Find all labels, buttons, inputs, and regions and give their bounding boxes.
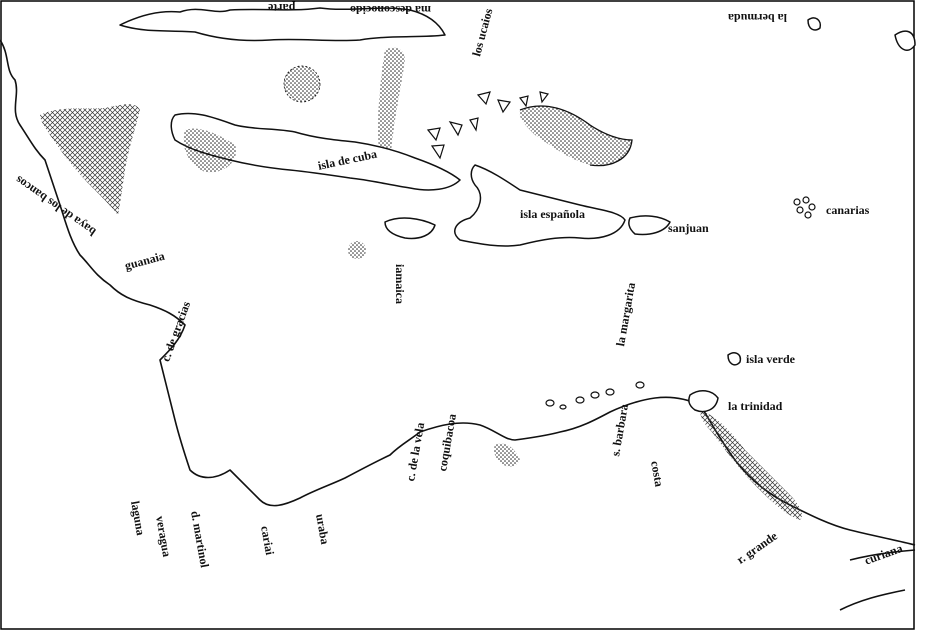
label-isla-verde: isla verde [746, 352, 795, 366]
map-border [0, 0, 915, 630]
north-landmass [119, 7, 446, 42]
label-isla-espanola: isla española [520, 207, 586, 221]
label-canarias: canarias [826, 203, 870, 217]
isla-verde-island [727, 352, 742, 366]
bermuda-island [807, 17, 822, 31]
northeast-land [894, 30, 916, 51]
margarita-islets [545, 381, 645, 410]
label-la-trinidad: la trinidad [728, 399, 783, 413]
bahamas-bank [378, 47, 405, 175]
sanjuan-island [628, 215, 671, 236]
label-la-bermuda: la bermuda [728, 11, 788, 25]
hispaniola-island [454, 164, 626, 247]
southeast-coast-2 [839, 589, 906, 611]
trinidad-island [688, 390, 719, 413]
bay-hatching [40, 104, 140, 215]
label-parte: parte [268, 1, 296, 15]
lucayos-bank [519, 105, 632, 166]
round-island-dots [284, 66, 320, 102]
label-jamaica: iamaica [393, 264, 407, 304]
gulf-paria-hatching [700, 410, 802, 520]
peninsula-dots [494, 443, 520, 467]
canarias-islands [793, 196, 816, 219]
small-dotted-island [348, 241, 366, 259]
cuba-dotted-area [183, 128, 236, 173]
southeast-coast [849, 549, 916, 561]
jamaica-island [384, 217, 436, 240]
label-mar-top: ma desconocido [350, 3, 431, 17]
label-sanjuan: sanjuan [668, 221, 709, 235]
